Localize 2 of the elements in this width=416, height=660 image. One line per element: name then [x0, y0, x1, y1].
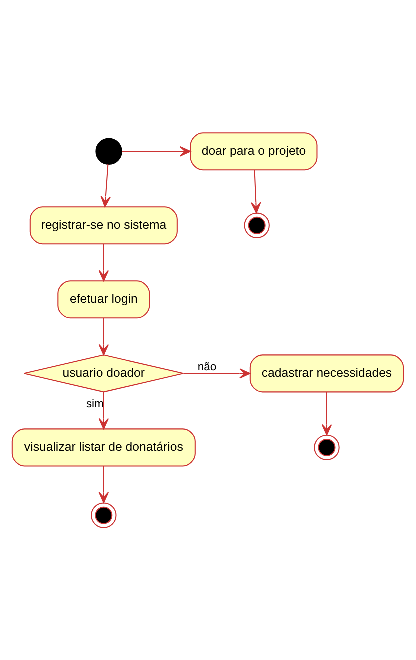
edge-label: não	[198, 360, 217, 373]
edge-label: sim	[86, 398, 104, 410]
